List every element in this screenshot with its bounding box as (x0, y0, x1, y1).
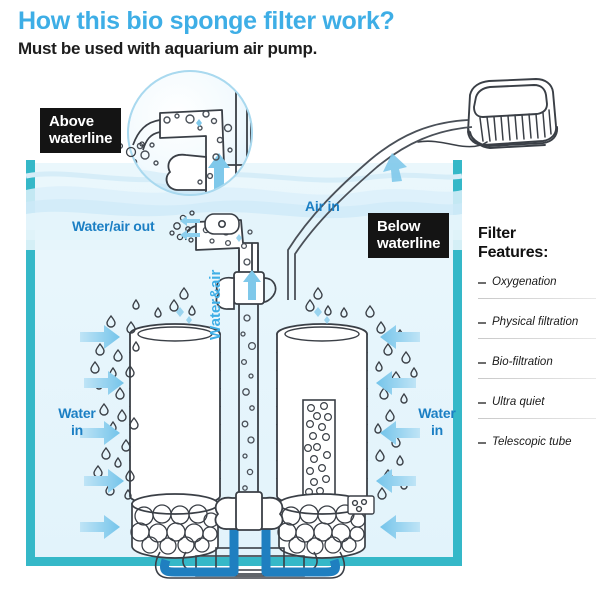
feature-item-bio-filtration: Bio-filtration (478, 352, 596, 392)
callout-below-waterline: Below waterline (368, 213, 450, 258)
riser-inlet-housing (214, 491, 284, 531)
label-air-in: Air in (305, 198, 340, 214)
waterline-waves (26, 171, 462, 250)
label-water-in-right-line1: Water (418, 405, 456, 421)
callout-below-line2: waterline (377, 235, 441, 252)
feature-divider (478, 418, 596, 419)
label-water-in-left-line2: in (70, 422, 84, 438)
feature-item-telescopic-tube: Telescopic tube (478, 432, 596, 472)
label-water-and-air: Water&air (207, 269, 224, 340)
features-title: Filter Features: (478, 224, 596, 262)
bubble-sparkle-icon (176, 307, 330, 324)
sponge-filter-right (276, 323, 375, 559)
callout-above-line2: waterline (49, 130, 113, 147)
feature-label: Ultra quiet (492, 396, 545, 408)
sponge-filter-left (129, 323, 221, 559)
bottom-manifold (154, 547, 346, 579)
feature-divider (478, 338, 596, 339)
feature-dash-icon (478, 402, 486, 404)
features-title-line1: Filter (478, 225, 516, 242)
feature-item-physical-filtration: Physical filtration (478, 312, 596, 352)
flow-arrow-icon (160, 528, 340, 577)
feature-label: Bio-filtration (492, 356, 553, 368)
callout-below-line1: Below (377, 218, 421, 235)
feature-label: Oxygenation (492, 276, 557, 288)
outlet-flow-group (169, 210, 240, 243)
air-flow-arrow-icon (383, 153, 407, 182)
callout-above-waterline: Above waterline (40, 108, 122, 153)
callout-above-line1: Above (49, 113, 94, 130)
feature-label: Telescopic tube (492, 436, 572, 448)
features-title-line2: Features: (478, 244, 549, 261)
feature-divider (478, 298, 596, 299)
airline-tube (287, 119, 473, 300)
air-pump-icon (417, 78, 559, 149)
label-water-in-right-line2: in (430, 422, 444, 438)
label-water-air-out: Water/air out (72, 218, 155, 234)
feature-dash-icon (478, 282, 486, 284)
label-water-in-right: Water in (408, 405, 466, 439)
feature-dash-icon (478, 362, 486, 364)
feature-label: Physical filtration (492, 316, 579, 328)
page-subtitle: Must be used with aquarium air pump. (18, 39, 318, 58)
water-in-arrow-left-icon (80, 325, 124, 539)
feature-dash-icon (478, 442, 486, 444)
water-droplets-right-icon (305, 286, 418, 500)
filter-features-panel: Filter Features: Oxygenation Physical fi… (478, 224, 596, 472)
water-in-arrow-right-icon (376, 325, 420, 539)
feature-item-ultra-quiet: Ultra quiet (478, 392, 596, 432)
label-water-in-left-line1: Water (58, 405, 96, 421)
feature-dash-icon (478, 322, 486, 324)
feature-item-oxygenation: Oxygenation (478, 272, 596, 312)
feature-divider (478, 378, 596, 379)
page-title: How this bio sponge filter work? (18, 7, 395, 35)
label-water-in-left: Water in (48, 405, 106, 439)
